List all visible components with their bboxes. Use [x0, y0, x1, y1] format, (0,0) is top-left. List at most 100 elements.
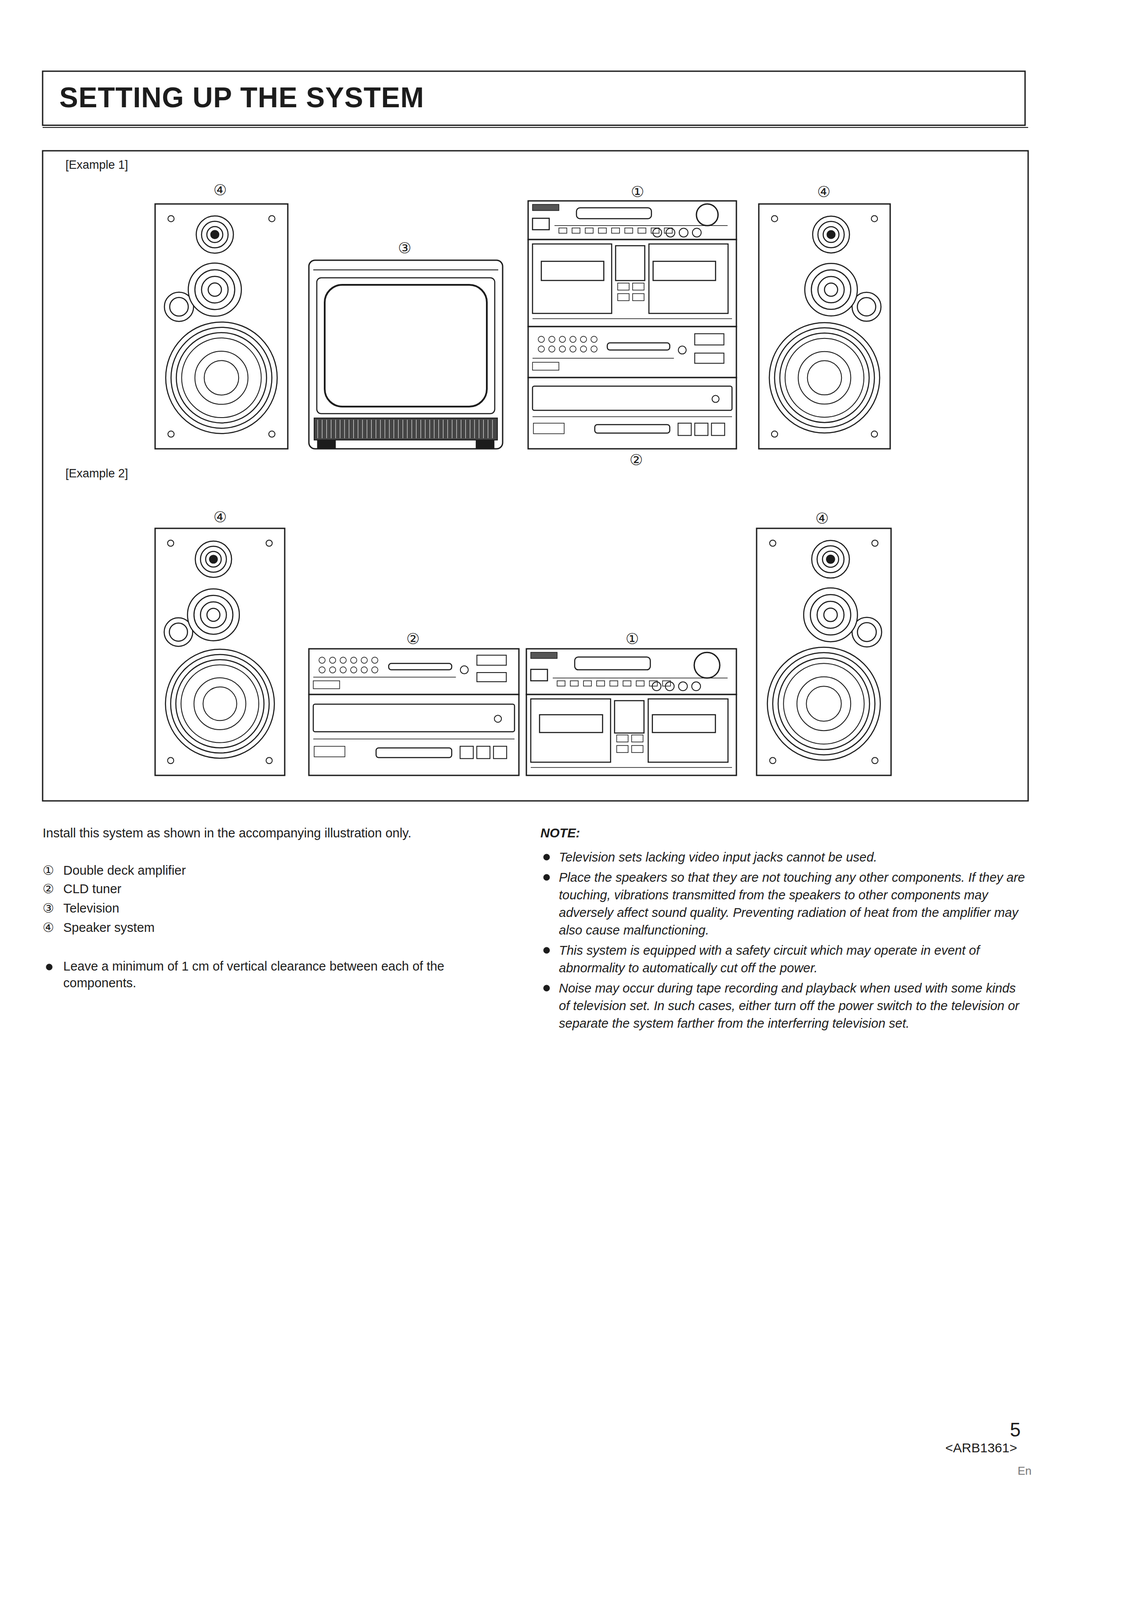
cld-unit: [528, 377, 737, 449]
midrange-driver: [201, 276, 229, 303]
woofer: [202, 686, 237, 721]
display: [576, 207, 652, 219]
speaker-system: [155, 203, 288, 449]
note-text: Noise may occur during tape recording an…: [558, 978, 1026, 1032]
tv-foot: [476, 440, 494, 448]
tv-grille: [389, 419, 390, 439]
display-slot: [594, 424, 671, 433]
indicator: [712, 395, 720, 403]
midrange-driver: [195, 269, 236, 310]
midrange-driver: [187, 588, 240, 641]
body-text: CLD tuner: [63, 880, 122, 898]
screw: [167, 431, 174, 438]
preset-button: [318, 666, 326, 673]
deck-unit: [526, 694, 737, 776]
cld-unit: [308, 694, 519, 776]
tweeter: [817, 545, 845, 573]
power-button: [313, 680, 340, 689]
display-slot: [388, 663, 452, 670]
preset-button: [329, 656, 336, 664]
screw: [871, 431, 878, 438]
tv-grille: [380, 419, 381, 439]
amplifier-panel: [526, 648, 737, 695]
midrange-driver: [206, 608, 221, 622]
callout-number: ④: [817, 184, 831, 200]
tv-grille: [478, 419, 480, 439]
tv-grille: [469, 419, 471, 439]
disc-tray: [532, 385, 733, 410]
display: [574, 656, 651, 670]
midrange-driver: [817, 601, 845, 628]
power-button: [532, 218, 550, 230]
preset-button: [538, 336, 545, 343]
preset-button: [548, 336, 555, 343]
callout-number: ②: [629, 452, 643, 468]
tweeter: [210, 230, 219, 239]
button: [558, 228, 567, 234]
control-block: [615, 245, 645, 281]
button: [623, 680, 631, 686]
body-text: [Example 1]: [65, 157, 129, 173]
screw: [268, 431, 276, 438]
woofer: [785, 338, 864, 417]
speaker-system: [756, 528, 892, 776]
tv-grille: [442, 419, 444, 439]
preset-button: [580, 336, 587, 343]
cassette-door: [530, 698, 611, 762]
midrange-driver: [818, 276, 845, 303]
tv-grille: [411, 419, 413, 439]
preset-button: [371, 656, 378, 664]
indicator: [494, 714, 502, 722]
jack: [665, 681, 675, 691]
bullet: [46, 963, 53, 970]
bass-port: [857, 622, 877, 642]
tv-grille: [362, 419, 363, 439]
deck-panel: [526, 694, 737, 776]
deck-panel: [528, 239, 737, 327]
cassette-window: [652, 714, 716, 733]
power-button: [532, 362, 559, 370]
tv-screen: [324, 284, 487, 407]
midrange-driver: [804, 263, 858, 316]
cassette-window: [539, 714, 603, 733]
woofer: [170, 327, 272, 429]
panel-rule: [532, 416, 733, 417]
button: [631, 734, 644, 742]
button: [583, 680, 592, 686]
button: [596, 680, 605, 686]
list-marker: ②: [42, 880, 55, 898]
callout-number: ③: [398, 240, 412, 256]
body-text: Double deck amplifier: [63, 862, 186, 879]
control-block: [614, 700, 645, 733]
button: [616, 745, 629, 753]
panel-rule: [532, 318, 733, 319]
body-text: Leave a minimum of 1 cm of vertical clea…: [63, 957, 503, 991]
button: [677, 423, 692, 436]
volume-knob: [694, 652, 720, 678]
tv-grille: [344, 419, 345, 439]
preset-button: [329, 666, 336, 673]
tweeter: [818, 221, 845, 248]
preset-button: [340, 666, 347, 673]
button: [631, 745, 644, 753]
panel-rule: [313, 738, 515, 740]
woofer: [778, 657, 870, 750]
tv-base: [314, 417, 498, 440]
power-button: [533, 423, 565, 434]
speaker-system: [155, 528, 285, 776]
tweeter: [195, 540, 232, 578]
button: [632, 293, 645, 301]
screw: [266, 757, 273, 764]
button: [616, 734, 629, 742]
bass-port: [169, 297, 189, 316]
display-slot: [607, 342, 670, 350]
woofer: [807, 360, 842, 395]
woofer: [170, 654, 269, 753]
button: [624, 228, 633, 234]
callout-number: ①: [630, 184, 645, 200]
body-text: NOTE:: [540, 824, 580, 842]
indicator: [460, 665, 469, 674]
woofer: [779, 333, 870, 423]
cassette-door: [532, 243, 612, 314]
